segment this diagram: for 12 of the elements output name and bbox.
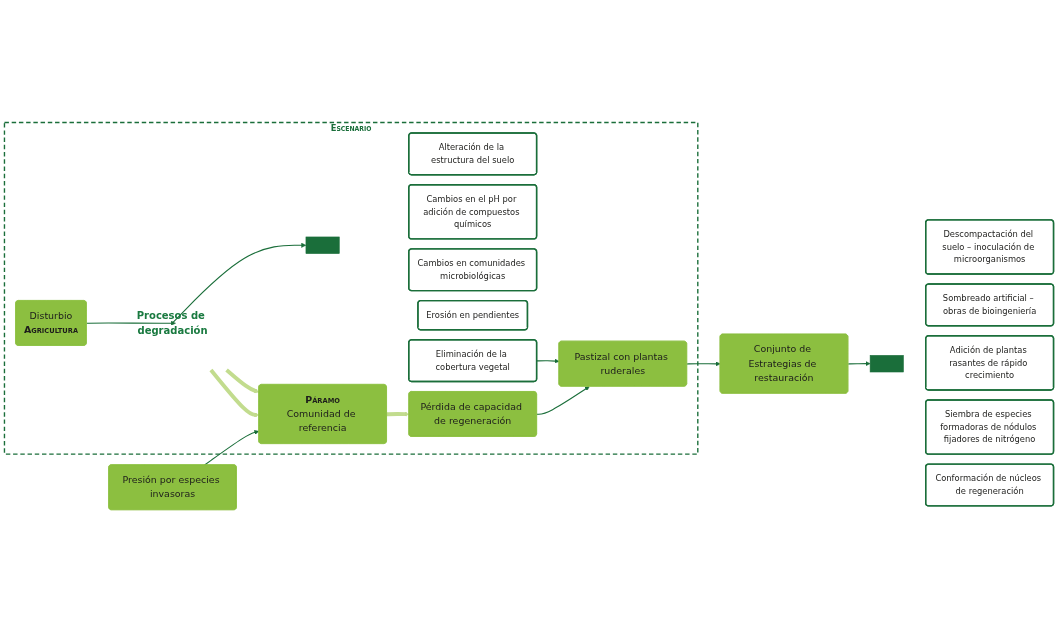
arrow (225, 368, 260, 394)
arrow (536, 386, 590, 416)
arrow (386, 412, 410, 417)
arrow (686, 361, 721, 367)
arrow (209, 369, 260, 418)
node-bar (305, 237, 340, 255)
node-bar (869, 355, 904, 373)
arrow (536, 359, 560, 364)
arrow (204, 430, 260, 466)
arrow (86, 321, 176, 327)
arrow (172, 243, 307, 324)
arrow (847, 361, 871, 367)
